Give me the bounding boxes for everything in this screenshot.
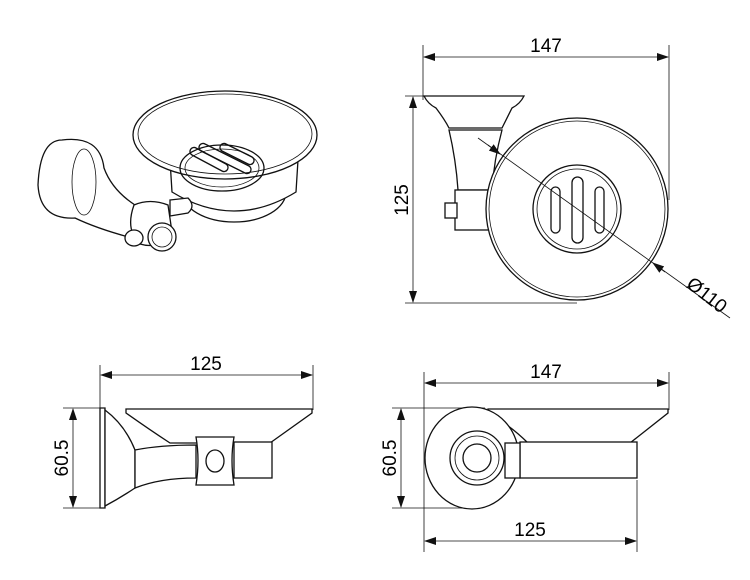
diameter-line [477, 137, 731, 319]
side-view [63, 365, 314, 509]
drain-slots [189, 142, 255, 175]
side-height-label: 60.5 [52, 440, 73, 477]
diameter-label: Ø110 [682, 274, 730, 318]
top-view [392, 372, 670, 552]
front-width-label: 147 [530, 36, 562, 57]
side-width-label: 125 [190, 354, 222, 375]
top-height-label: 60.5 [380, 440, 401, 477]
top-depth-label: 125 [514, 520, 546, 541]
drain-slots [550, 176, 605, 244]
isometric-view [37, 90, 318, 252]
top-width-label: 147 [530, 362, 562, 383]
front-view [405, 45, 731, 319]
front-height-label: 125 [392, 184, 413, 216]
